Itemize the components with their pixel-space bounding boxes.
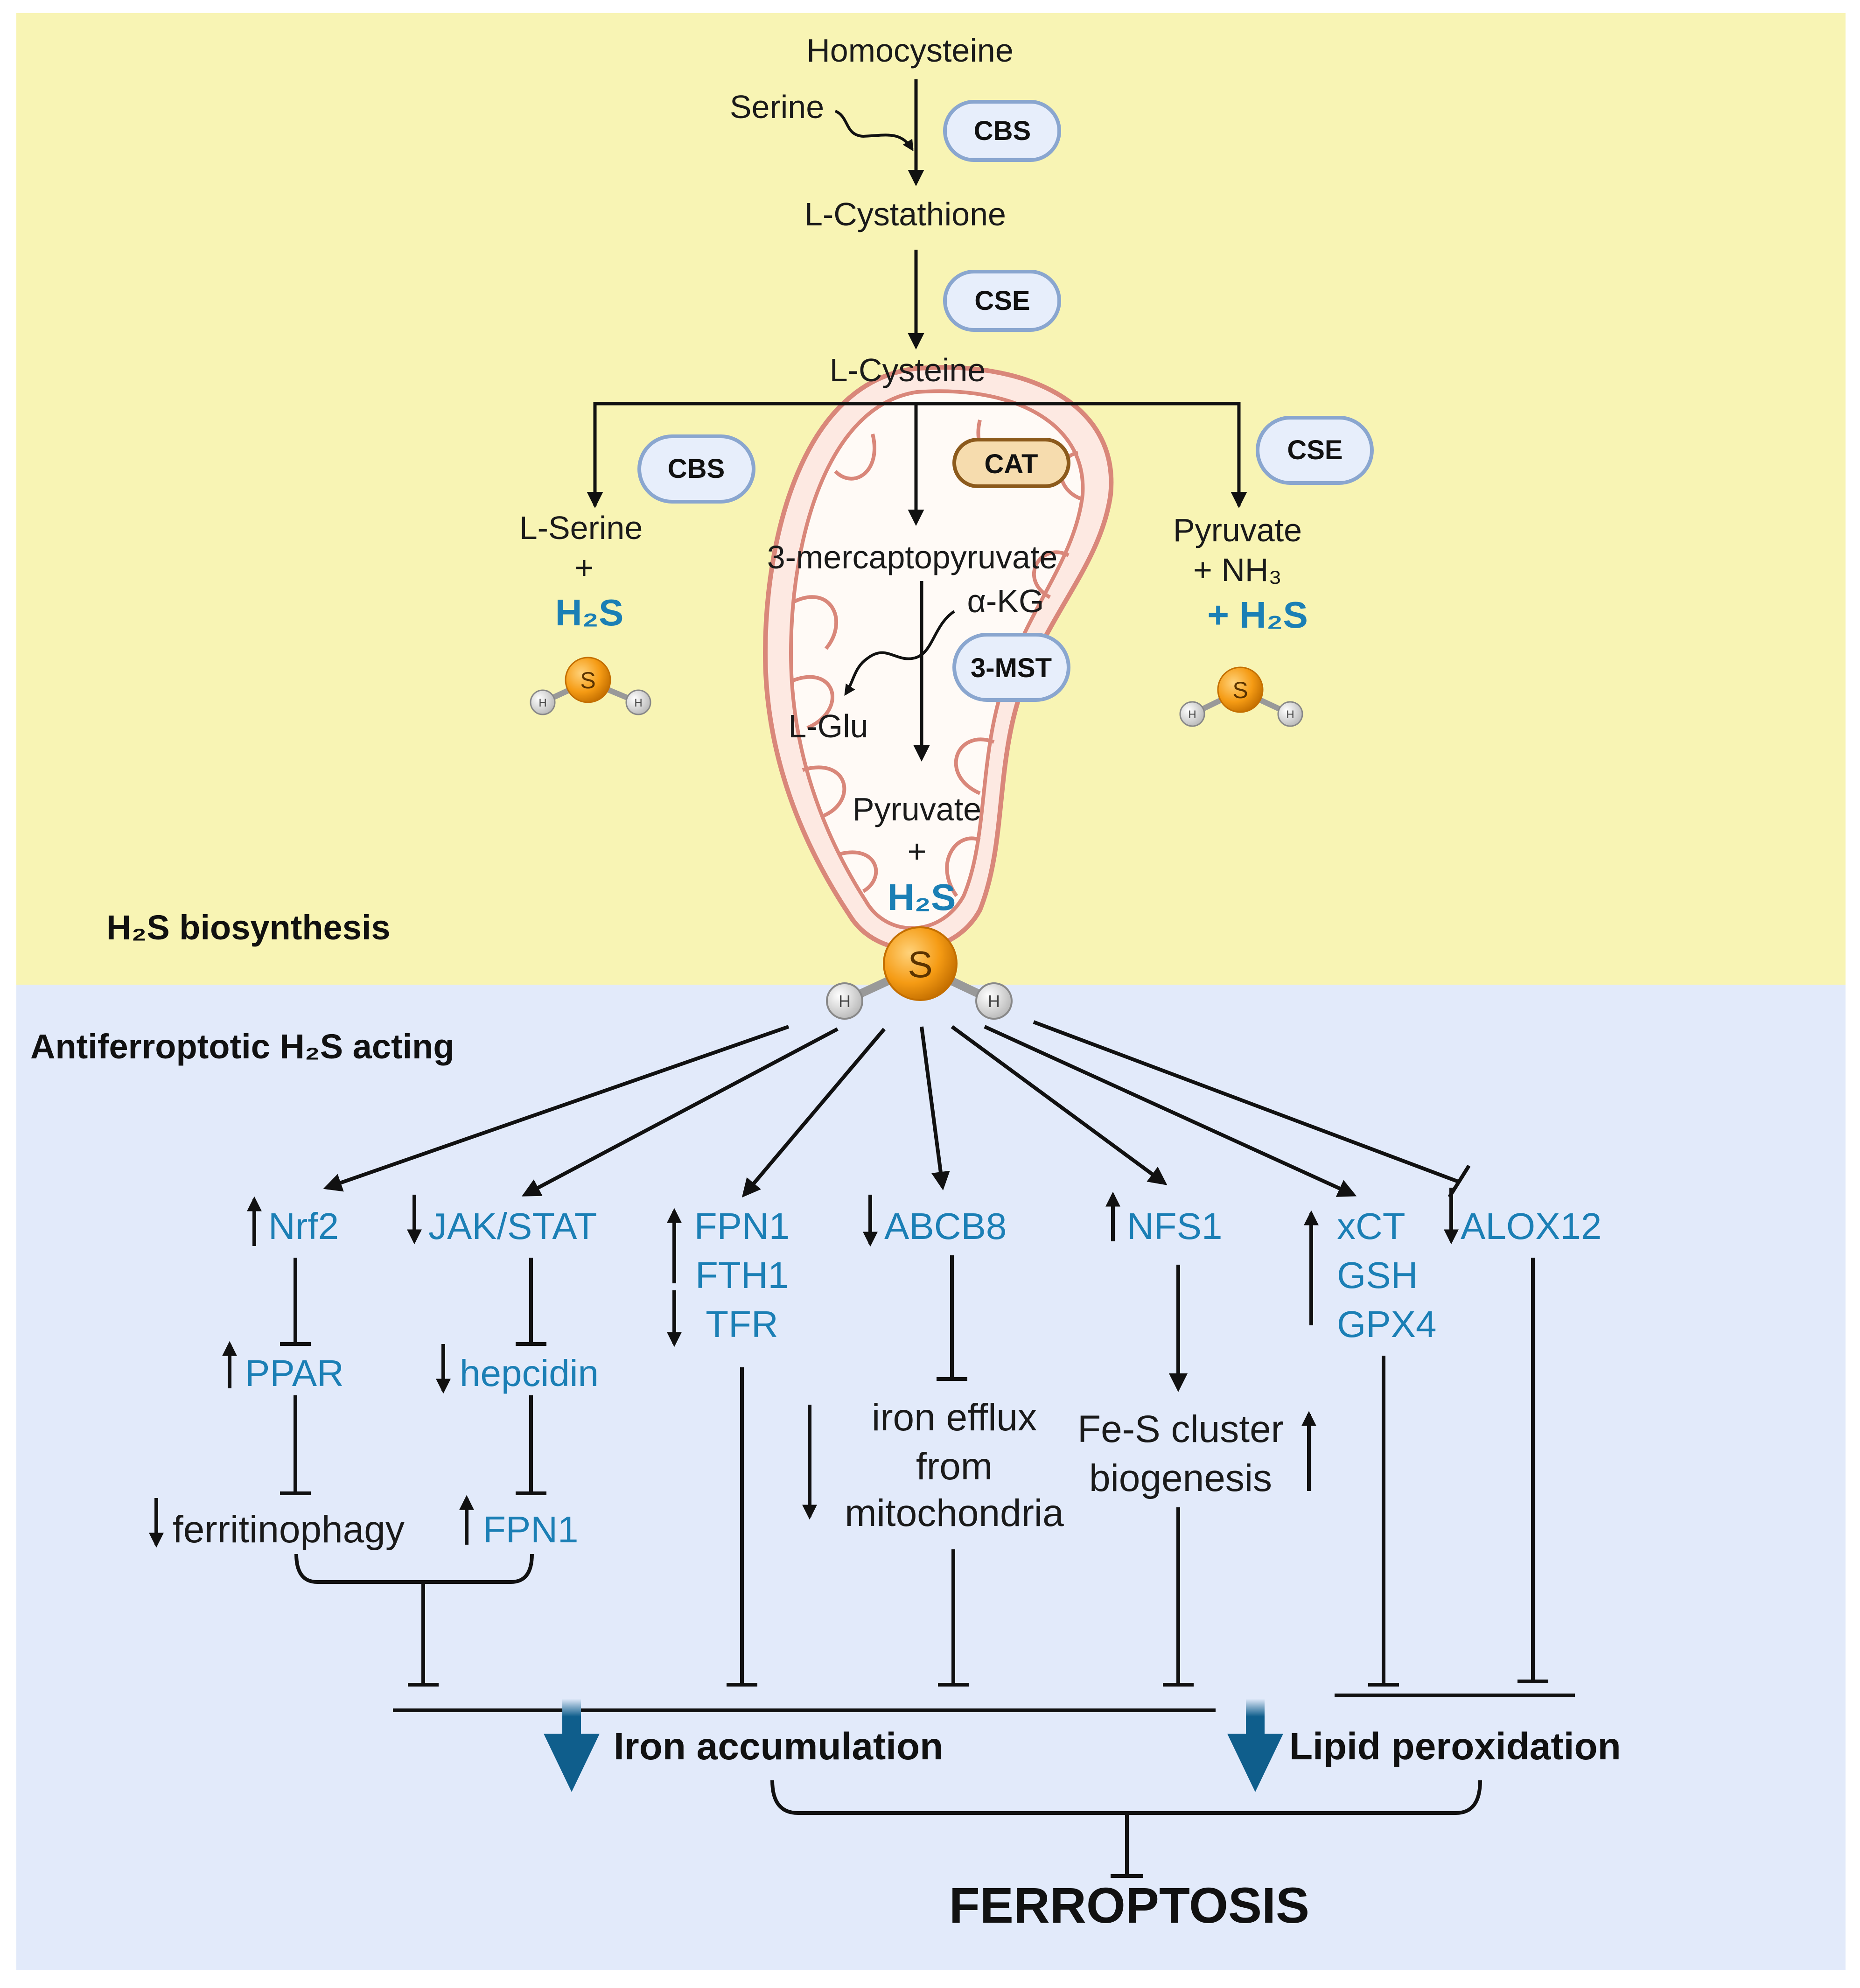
plus-mito: + (908, 833, 927, 869)
hepcidin-label: hepcidin (460, 1352, 599, 1394)
ferritinophagy-label: ferritinophagy (173, 1508, 405, 1551)
fes-line2: biogenesis (1089, 1457, 1272, 1499)
akg-label: α-KG (967, 583, 1044, 619)
h2s-mito: H₂S (888, 876, 956, 918)
l-cystathione-label: L-Cystathione (804, 196, 1006, 232)
h2s-molecule-main: S H H (826, 926, 1013, 1020)
iron-efflux-line3: mitochondria (845, 1492, 1064, 1534)
nfs1-label: NFS1 (1127, 1205, 1223, 1247)
cse-enzyme-top: CSE (943, 270, 1061, 332)
svg-text:CAT: CAT (985, 449, 1038, 479)
svg-text:H: H (1188, 708, 1196, 721)
jak-stat-label: JAK/STAT (428, 1205, 597, 1247)
svg-text:S: S (1232, 677, 1248, 703)
fan-arrows (323, 1020, 1471, 1198)
lipid-down-arrow (1227, 1699, 1283, 1792)
homocysteine-label: Homocysteine (806, 32, 1014, 69)
akg-glu-curve (844, 610, 955, 696)
svg-text:S: S (580, 667, 595, 693)
h2s-molecule-left: S H H (530, 657, 651, 715)
svg-text:CBS: CBS (668, 454, 725, 484)
svg-text:3-MST: 3-MST (971, 653, 1052, 683)
iron-efflux-line1: iron efflux (872, 1396, 1037, 1439)
pyruvate-mito-label: Pyruvate (853, 791, 981, 827)
acting-title: Antiferroptotic H₂S acting (30, 1027, 455, 1066)
ppar-label: PPAR (245, 1352, 344, 1394)
h2s-right-line: + H₂S (1207, 594, 1308, 636)
svg-text:CSE: CSE (1287, 435, 1343, 465)
svg-text:S: S (908, 944, 932, 985)
l-glu-label: L-Glu (788, 708, 868, 744)
iron-down-arrow (544, 1699, 600, 1792)
serine-label: Serine (730, 89, 824, 125)
lipid-peroxidation-label: Lipid peroxidation (1289, 1725, 1621, 1768)
fpn1-lower-label: FPN1 (483, 1509, 579, 1550)
gpx4-label: GPX4 (1337, 1303, 1436, 1345)
nrf2-label: Nrf2 (268, 1205, 339, 1247)
pyruvate-right-label: Pyruvate (1173, 512, 1302, 548)
alox12-label: ALOX12 (1461, 1205, 1601, 1247)
biosynthesis-title: H₂S biosynthesis (106, 908, 391, 947)
h2s-molecule-right: S H H (1179, 666, 1303, 727)
mercaptopyruvate-label: 3-mercaptopyruvate (767, 539, 1058, 575)
fes-line1: Fe-S cluster (1077, 1408, 1284, 1450)
iron-accumulation-label: Iron accumulation (614, 1725, 943, 1768)
cbs-enzyme-left: CBS (637, 434, 755, 504)
cbs-enzyme-top: CBS (943, 100, 1061, 162)
cat-enzyme: CAT (952, 438, 1070, 488)
fth1-label: FTH1 (695, 1254, 789, 1296)
nh3-line: + NH₃ (1193, 552, 1282, 588)
iron-efflux-line2: from (916, 1445, 993, 1488)
plus-left: + (575, 549, 594, 586)
svg-text:H: H (1286, 708, 1294, 721)
fpn1-label: FPN1 (694, 1205, 790, 1247)
svg-text:H: H (839, 992, 851, 1011)
svg-text:CBS: CBS (974, 116, 1031, 146)
ferroptosis-label: FERROPTOSIS (949, 1877, 1309, 1933)
mst-enzyme: 3-MST (952, 633, 1070, 702)
serine-curve (834, 110, 914, 152)
svg-text:H: H (634, 697, 642, 709)
l-cysteine-label: L-Cysteine (830, 352, 986, 388)
h2s-left: H₂S (555, 592, 624, 633)
xct-label: xCT (1337, 1205, 1405, 1247)
cse-enzyme-right: CSE (1256, 416, 1374, 485)
svg-text:H: H (988, 992, 1000, 1011)
inhibition-lines (280, 1255, 1575, 1878)
gsh-label: GSH (1337, 1254, 1418, 1296)
l-serine-label: L-Serine (519, 510, 643, 546)
tfr-label: TFR (706, 1303, 778, 1345)
svg-text:CSE: CSE (974, 286, 1030, 316)
acting-panel (16, 985, 1846, 1970)
abcb8-label: ABCB8 (884, 1205, 1007, 1247)
svg-text:H: H (538, 697, 546, 709)
